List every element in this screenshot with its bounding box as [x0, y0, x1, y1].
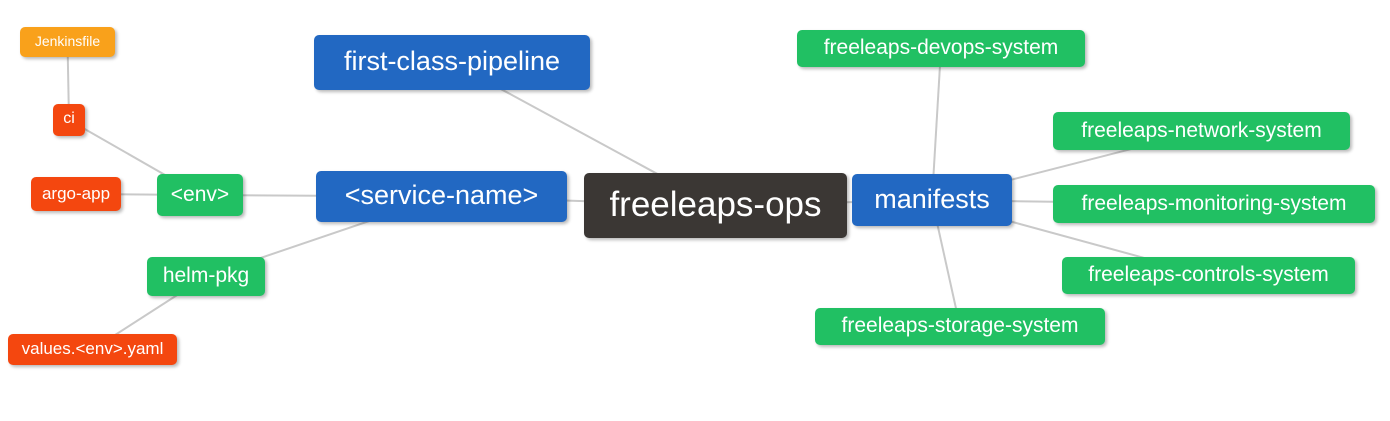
node-controls-system[interactable]: freeleaps-controls-system	[1062, 257, 1355, 294]
node-jenkinsfile[interactable]: Jenkinsfile	[20, 27, 115, 57]
node-first-class-pipeline[interactable]: first-class-pipeline	[314, 35, 590, 90]
node-monitoring-system[interactable]: freeleaps-monitoring-system	[1053, 185, 1375, 223]
node-env[interactable]: <env>	[157, 174, 243, 216]
node-network-system[interactable]: freeleaps-network-system	[1053, 112, 1350, 150]
node-values-env-yaml[interactable]: values.<env>.yaml	[8, 334, 177, 365]
node-service-name[interactable]: <service-name>	[316, 171, 567, 222]
node-devops-system[interactable]: freeleaps-devops-system	[797, 30, 1085, 67]
node-freeleaps-ops[interactable]: freeleaps-ops	[584, 173, 847, 238]
node-manifests[interactable]: manifests	[852, 174, 1012, 226]
node-ci[interactable]: ci	[53, 104, 85, 136]
node-argo-app[interactable]: argo-app	[31, 177, 121, 211]
node-storage-system[interactable]: freeleaps-storage-system	[815, 308, 1105, 345]
node-helm-pkg[interactable]: helm-pkg	[147, 257, 265, 296]
